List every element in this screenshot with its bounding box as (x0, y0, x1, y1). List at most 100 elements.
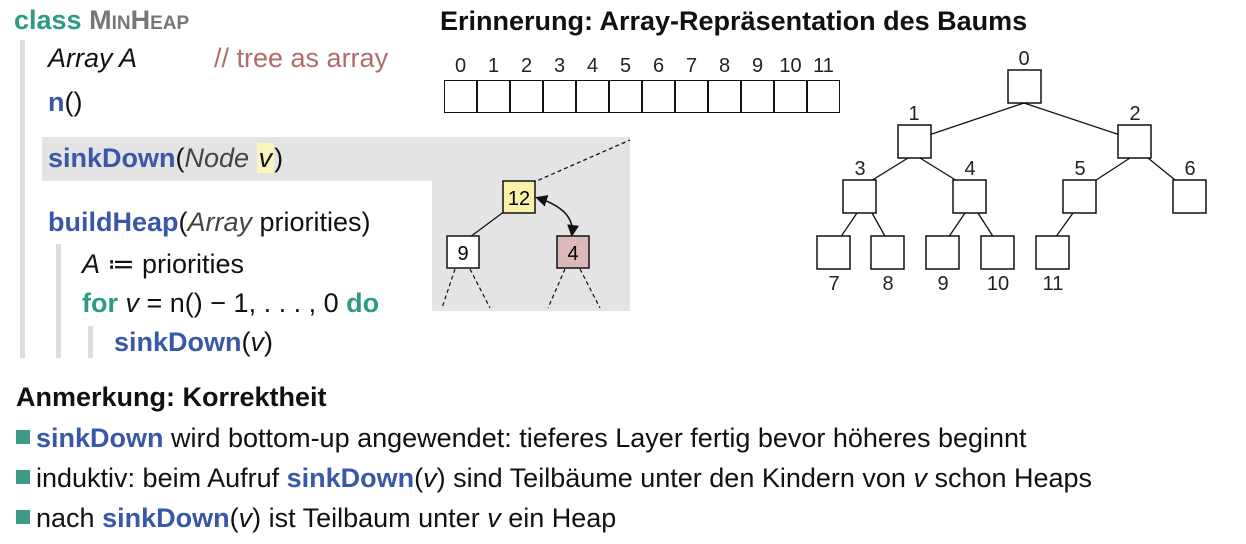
tree-node-7 (816, 235, 851, 270)
field-comment: // tree as array (214, 43, 389, 73)
note-text: ) ist Teilbaum unter (252, 503, 488, 533)
buildheap-name: buildHeap (48, 207, 179, 237)
array-cell (741, 80, 774, 113)
example-root-label: 12 (508, 188, 530, 210)
array-cell (477, 80, 510, 113)
subtree-dash (469, 268, 491, 309)
paren-close: ) (274, 143, 284, 173)
tree-node-2 (1117, 124, 1152, 159)
tree-node-11 (1035, 235, 1070, 270)
reminder-title: Erinnerung: Array-Repräsentation des Bau… (440, 6, 1028, 36)
array-index: 10 (779, 55, 802, 77)
call-name: sinkDown (114, 327, 242, 357)
array-index: 11 (813, 55, 834, 77)
class-name: MinHeap (89, 5, 190, 35)
n-method-line: n() (48, 86, 82, 118)
tree-label-4: 4 (964, 158, 975, 180)
tree-node-5 (1062, 179, 1097, 214)
array-cell (510, 80, 543, 113)
subtree-dash (441, 268, 456, 309)
field-line: Array A (48, 42, 137, 74)
for-line: for v = n() − 1, . . . , 0 do (82, 287, 379, 319)
tree-label-9: 9 (937, 273, 948, 295)
tree-node-0 (1007, 69, 1042, 104)
array-cell (642, 80, 675, 113)
n-method-name: n (48, 87, 65, 117)
array-index: 9 (751, 55, 764, 77)
note-var: v (913, 463, 927, 493)
tree-label-0: 0 (1018, 48, 1029, 70)
n-method-parens: () (64, 87, 83, 117)
dashed-connector (531, 139, 631, 184)
note-bullet-2: induktiv: beim Aufruf sinkDown(v) sind T… (16, 462, 1092, 494)
tree-label-8: 8 (882, 273, 893, 295)
note-text: ein Heap (500, 503, 617, 533)
array-index: 2 (520, 55, 533, 77)
paren-open: ( (241, 327, 251, 357)
array-index: 6 (652, 55, 665, 77)
note-var: v (238, 503, 253, 533)
array-index: 8 (718, 55, 731, 77)
notes-title: Anmerkung: Korrektheit (16, 382, 327, 412)
example-right-label: 4 (567, 243, 578, 265)
swap-arrow (535, 195, 580, 237)
array-cell (675, 80, 708, 113)
note-text: schon Heaps (926, 463, 1093, 493)
heap-tree-nodes (816, 69, 1207, 270)
for-var: v (125, 288, 140, 318)
highlight-panel (42, 137, 630, 181)
array-index: 5 (619, 55, 632, 77)
assign-rest: ≔ priorities (100, 249, 245, 279)
note-text: ( (414, 463, 424, 493)
note-text: induktiv: beim Aufruf (36, 463, 287, 493)
note-text: ( (229, 503, 239, 533)
for-range: = n() − 1, . . . , 0 (139, 288, 347, 318)
array-cell (807, 80, 840, 113)
note-text: nach (36, 503, 103, 533)
param-type: Node (184, 143, 250, 173)
class-header: class MinHeap (14, 4, 189, 36)
paren-open: ( (175, 143, 185, 173)
assign-line: A ≔ priorities (82, 248, 244, 280)
tree-label-7: 7 (828, 273, 839, 295)
tree-node-1 (897, 124, 932, 159)
example-left-label: 9 (457, 243, 468, 265)
class-keyword: class (14, 5, 82, 35)
subtree-dash (547, 268, 566, 309)
paren-open: ( (178, 207, 188, 237)
example-root-node (502, 180, 536, 214)
tree-node-3 (842, 179, 877, 214)
note-text: wird bottom-up angewendet: tieferes Laye… (163, 423, 1027, 453)
array-index: 4 (586, 55, 599, 77)
tree-label-3: 3 (854, 158, 865, 180)
tree-node-9 (925, 235, 960, 270)
tree-node-10 (980, 235, 1015, 270)
array-cell (774, 80, 807, 113)
example-right-node (556, 235, 590, 269)
array-cell (708, 80, 741, 113)
array-cell (444, 80, 477, 113)
array-cell (609, 80, 642, 113)
assign-var: A (82, 249, 101, 279)
note-var: v (487, 503, 501, 533)
example-left-node (446, 235, 480, 269)
heap-tree-labels: 0 1 2 3 4 5 6 7 8 9 10 11 (828, 48, 1195, 295)
tree-label-10: 10 (987, 273, 1009, 295)
class-body-bar (20, 40, 25, 358)
array-index: 7 (685, 55, 698, 77)
array-index: 1 (487, 55, 500, 77)
array-index: 0 (454, 55, 467, 77)
bullet-square-icon (16, 430, 30, 444)
note-bullet-1: sinkDown wird bottom-up angewendet: tief… (16, 422, 1027, 454)
subtree-dash (579, 268, 601, 309)
tree-label-11: 11 (1043, 273, 1064, 295)
note-method-name: sinkDown (286, 463, 415, 493)
param-v: v (256, 143, 275, 173)
sinkdown-signature: sinkDown(Node v) (48, 142, 283, 174)
tree-node-6 (1172, 179, 1207, 214)
param-type: Array (187, 207, 253, 237)
note-method-name: sinkDown (102, 503, 230, 533)
bullet-square-icon (16, 510, 30, 524)
tree-node-4 (952, 179, 987, 214)
tree-label-1: 1 (908, 103, 919, 125)
